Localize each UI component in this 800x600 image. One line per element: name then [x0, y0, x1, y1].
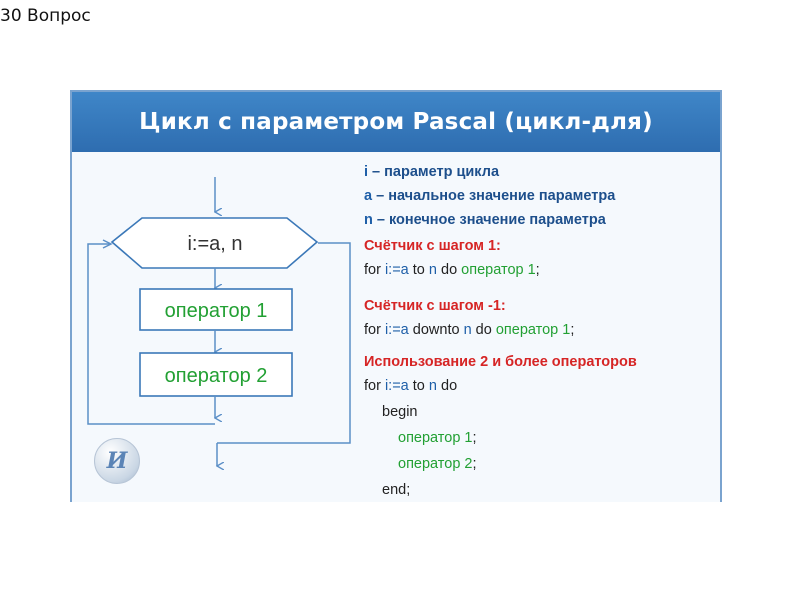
statement-2-label: оператор 2 — [165, 365, 268, 387]
definition-i: i – параметр цикла — [364, 164, 500, 180]
step-plus-code: for i:=a to n do оператор 1; — [364, 262, 540, 278]
step-minus-heading: Счётчик с шагом -1: — [364, 298, 506, 314]
info-card: Цикл с параметром Pascal (цикл-для) i:=a… — [70, 90, 722, 502]
step-minus-code: for i:=a downto n do оператор 1; — [364, 322, 575, 338]
statement-1-box — [139, 288, 293, 331]
logo-icon: И — [94, 438, 140, 484]
definition-a: a – начальное значение параметра — [364, 188, 616, 204]
multi-code-stmt-1: оператор 1; — [398, 430, 477, 446]
multi-code-begin: begin — [382, 404, 418, 420]
loop-header-shape — [110, 217, 319, 269]
step-plus-heading: Счётчик с шагом 1: — [364, 238, 501, 254]
definition-n: n – конечное значение параметра — [364, 212, 606, 228]
loop-back-arrowhead — [102, 239, 113, 249]
statement-1-label: оператор 1 — [165, 300, 268, 322]
multi-code-end: end; — [382, 482, 411, 498]
exit-line — [217, 242, 351, 444]
multi-heading: Использование 2 и более операторов — [364, 354, 637, 370]
statement-2-box — [139, 352, 293, 397]
card-heading: Цикл с параметром Pascal (цикл-для) — [72, 92, 720, 152]
multi-code-stmt-2: оператор 2; — [398, 456, 477, 472]
slide-title: 30 Вопрос — [0, 6, 91, 26]
loop-back-line — [87, 243, 215, 425]
loop-header-label: i:=a, n — [187, 233, 242, 255]
flowchart: i:=a, n оператор 1 оператор 2 — [87, 177, 351, 502]
info-panel: i – параметр цикла a – начальное значени… — [364, 160, 716, 502]
multi-code-for: for i:=a to n do — [364, 378, 458, 394]
